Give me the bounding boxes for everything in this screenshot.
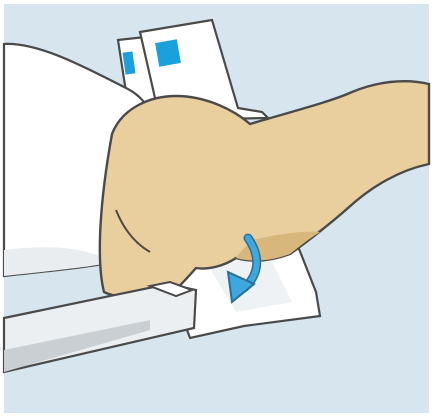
card-label-front — [155, 39, 181, 66]
